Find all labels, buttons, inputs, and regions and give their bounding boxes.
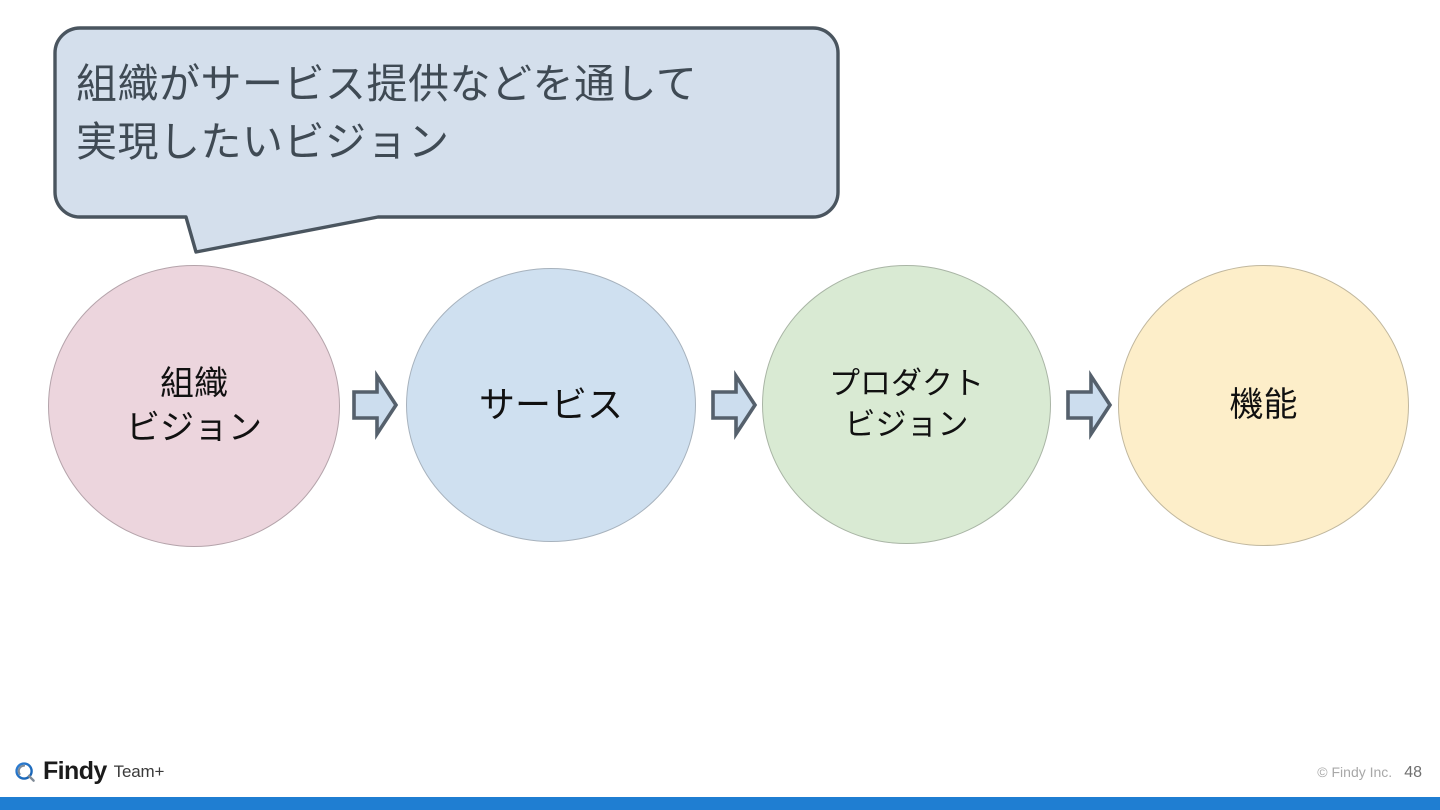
copyright-text: © Findy Inc. [1317,764,1393,780]
brand-logo: Findy Team+ [14,759,164,784]
flow-node-label: 組織 ビジョン [126,364,262,447]
bottom-accent-bar [0,797,1440,810]
flow-node-label: サービス [478,383,623,425]
brand-suffix: Team+ [113,761,165,781]
flow-node-organization-vision[interactable]: 組織 ビジョン [48,265,340,547]
brand-name: Findy [43,757,107,785]
flow-node-label: プロダクト ビジョン [829,366,984,442]
arrow-right-icon [711,369,758,441]
arrow-right-icon [352,369,399,441]
flow-node-feature[interactable]: 機能 [1118,265,1409,546]
callout-text: 組織がサービス提供などを通して 実現したいビジョン [76,61,698,166]
findy-magnifier-icon [15,761,35,782]
slide-footer-meta: © Findy Inc. 48 [1317,764,1422,782]
arrow-right-icon [1066,369,1113,441]
flow-node-product-vision[interactable]: プロダクト ビジョン [762,265,1051,544]
flow-node-service[interactable]: サービス [406,268,696,542]
page-number: 48 [1404,764,1422,781]
flow-node-label: 機能 [1229,386,1298,425]
